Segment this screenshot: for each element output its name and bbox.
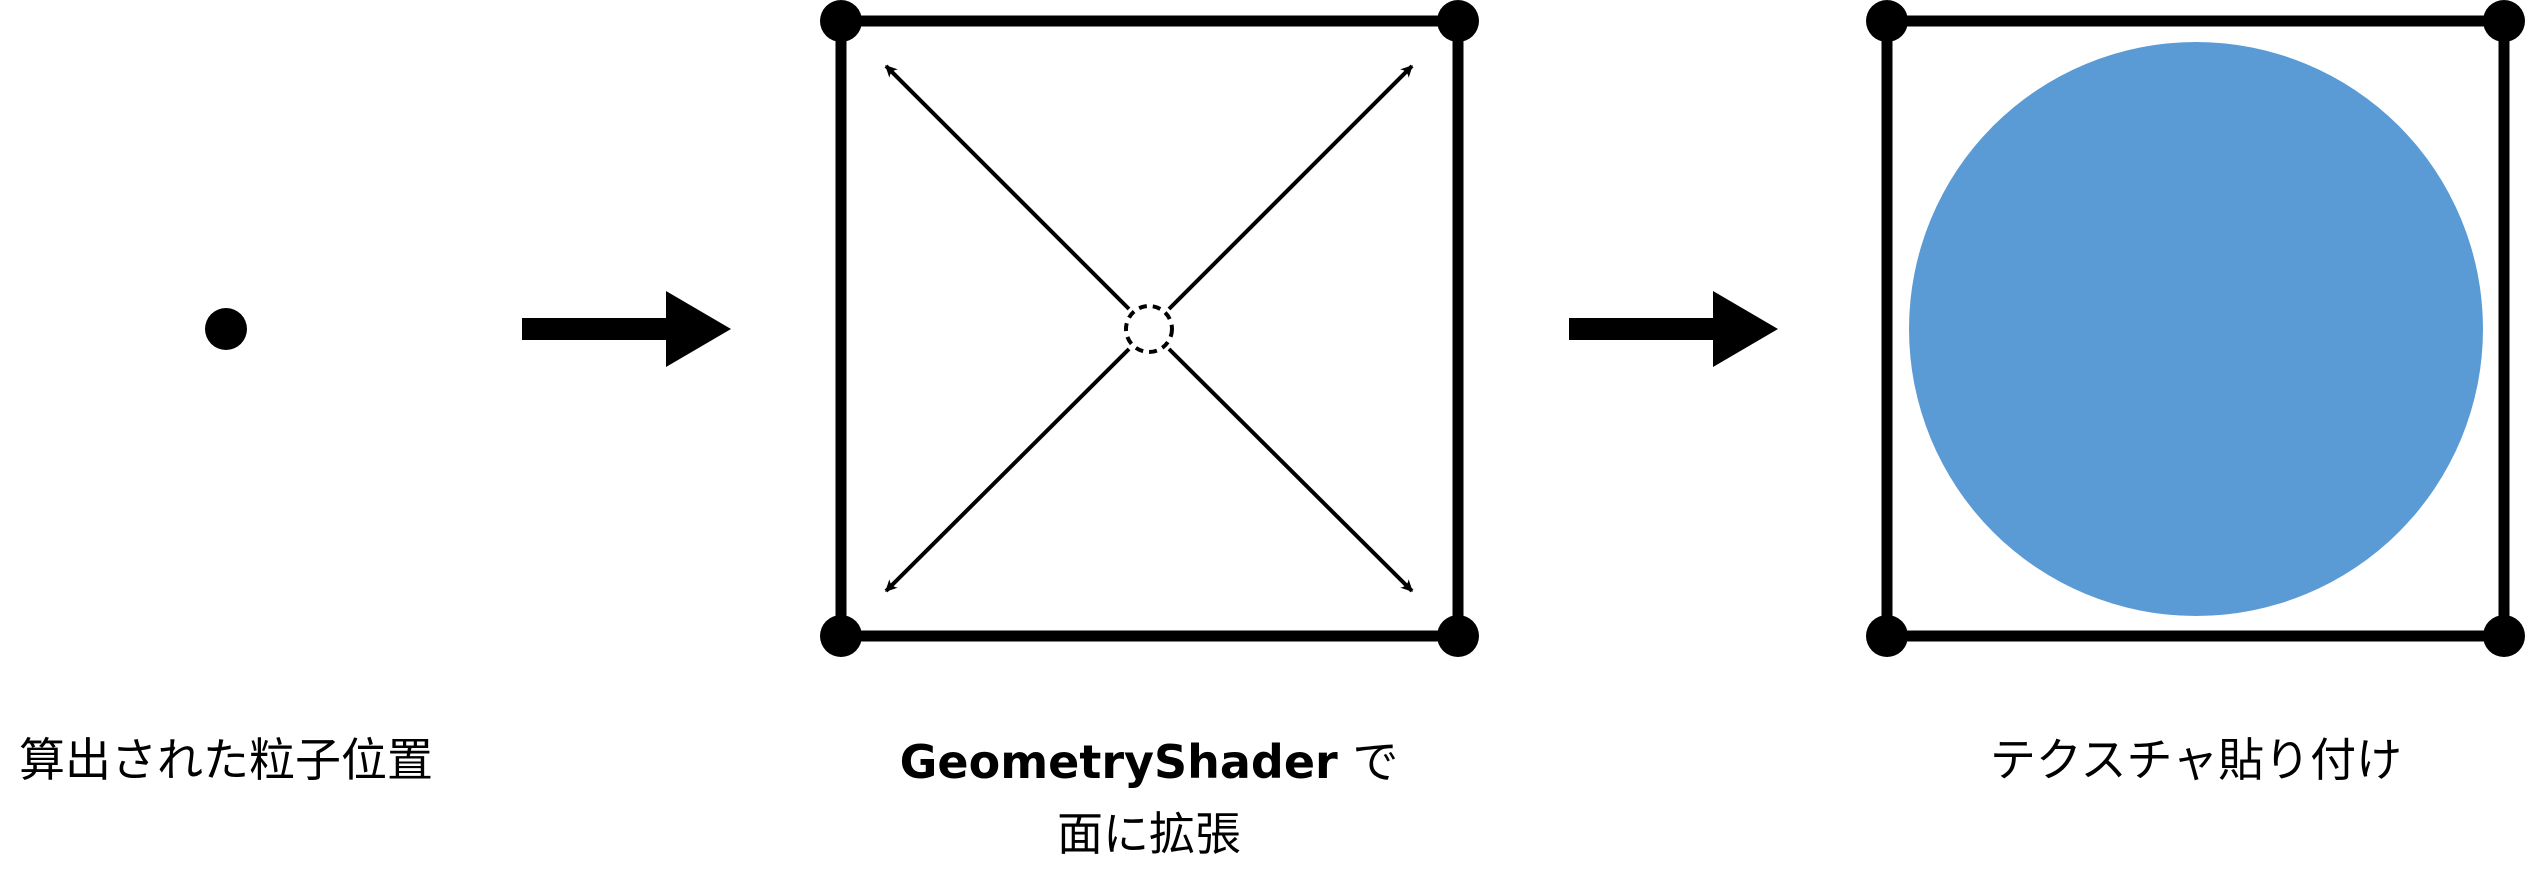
step-2-label-rest: で: [1337, 735, 1399, 789]
expanded-quad: [820, 0, 1479, 657]
step-2-label: GeometryShader で: [900, 726, 1399, 798]
step-1-label: 算出された粒子位置: [19, 733, 433, 787]
expand-arrow-top-right: [1167, 64, 1414, 311]
expand-arrow-top-left: [884, 64, 1131, 311]
flow-arrow-1: [522, 291, 731, 367]
expand-arrow-bottom-left: [884, 347, 1131, 593]
particle-point: [205, 308, 247, 350]
original-point-dashed: [1124, 304, 1174, 354]
texture-circle: [1909, 42, 2483, 616]
step-2-label-bold: GeometryShader: [899, 735, 1338, 789]
step-3-label: テクスチャ貼り付け: [1989, 733, 2403, 787]
expand-arrow-bottom-right: [1167, 347, 1414, 593]
step-2-label-line2: 面に拡張: [1057, 807, 1241, 861]
flow-arrow-2: [1569, 291, 1778, 367]
textured-quad: [1866, 0, 2525, 657]
